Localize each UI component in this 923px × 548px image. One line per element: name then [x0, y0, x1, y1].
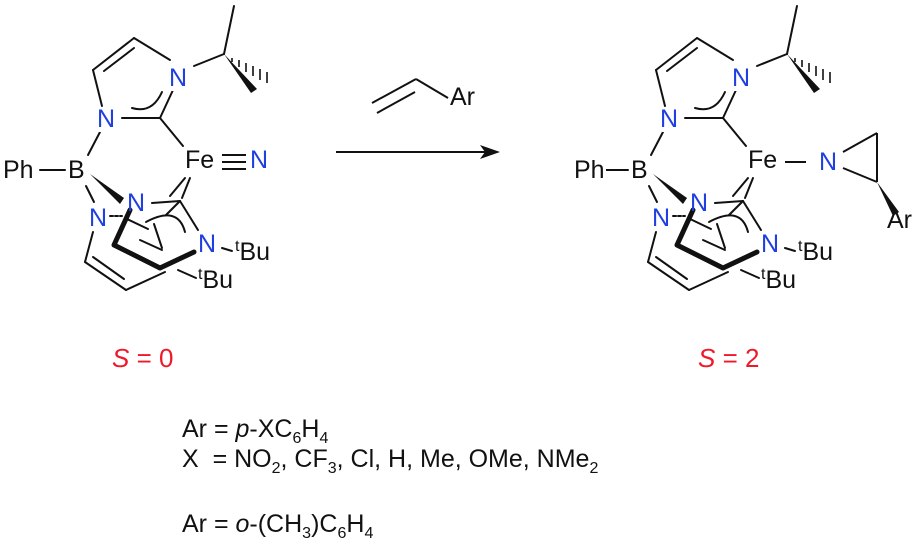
tbu-label-2: tBu — [198, 266, 234, 294]
product-tbu-label-1: tBu — [798, 238, 834, 266]
product-atom-n-ring2: N — [690, 189, 709, 217]
product-structure — [602, 5, 899, 291]
atom-n-tbu: N — [197, 230, 218, 258]
product-atom-n-tbu: N — [760, 230, 781, 258]
note-aryl-para: Ar = p-XC6H4 — [182, 415, 329, 447]
atom-n-imidazole-low: N — [96, 105, 117, 133]
atom-n-imidazole-top: N — [168, 64, 189, 92]
tbu-label-1: tBu — [235, 238, 271, 266]
reactant-spin-state: S = 0 — [112, 343, 174, 373]
atom-n-nitride: N — [249, 146, 270, 174]
product-atom-n-aziridine: N — [818, 148, 839, 176]
note-aryl-ortho: Ar = o-(CH3)C6H4 — [182, 510, 374, 542]
product-spin-state: S = 2 — [698, 343, 760, 373]
product-atom-n-imidazole-top: N — [731, 64, 752, 92]
product-atom-iron: Fe — [747, 146, 779, 174]
product-tbu-label-2: tBu — [761, 266, 797, 294]
atom-n-ring3: N — [89, 204, 108, 232]
product-aryl-label: Ar — [887, 206, 912, 234]
atom-boron: B — [67, 156, 86, 184]
styrene-structure — [371, 78, 449, 114]
reagent-aryl-label: Ar — [450, 83, 475, 111]
product-atom-boron: B — [630, 156, 649, 184]
atom-n-ring2: N — [127, 189, 146, 217]
product-atom-phenyl: Ph — [573, 156, 606, 184]
atom-iron: Fe — [184, 146, 216, 174]
atom-phenyl: Ph — [2, 156, 35, 184]
triple-bond — [222, 154, 246, 170]
reaction-arrow — [336, 145, 500, 159]
note-x-substituents: X = NO2, CF3, Cl, H, Me, OMe, NMe2 — [182, 445, 599, 477]
product-atom-n-ring3: N — [652, 204, 671, 232]
reactant-structure — [39, 5, 268, 291]
product-atom-n-imidazole-low: N — [659, 105, 680, 133]
